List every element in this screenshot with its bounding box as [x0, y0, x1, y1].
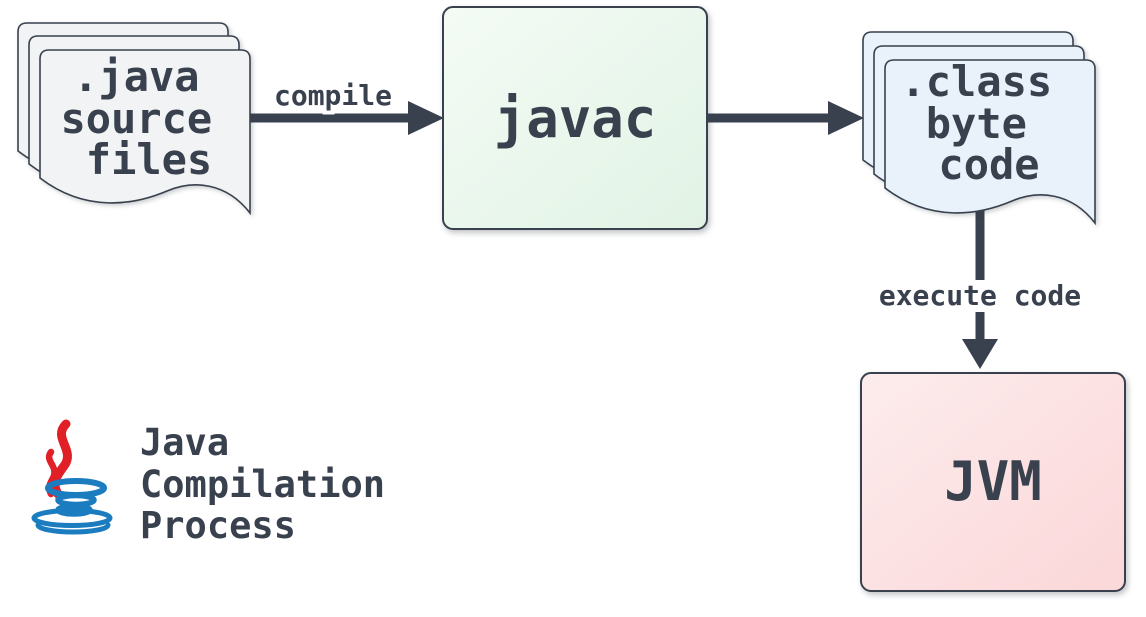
java-logo-saucer-swoosh	[35, 522, 111, 535]
class-files-line1: .class	[900, 57, 1052, 106]
java-logo-icon	[31, 419, 113, 535]
java-logo-saucer	[31, 508, 113, 528]
class-files-node: .class byte code	[862, 31, 1096, 224]
source-files-line1: .java	[73, 52, 199, 101]
source-files-line2: source	[60, 94, 212, 143]
execute-edge-label: execute code	[879, 279, 1081, 312]
class-files-label: .class byte code	[900, 57, 1077, 189]
source-files-node: .java source files	[17, 22, 251, 214]
jvm-node: JVM	[860, 372, 1126, 592]
jvm-label: JVM	[944, 450, 1042, 513]
class-files-line3: code	[938, 140, 1039, 189]
javac-to-class-arrowhead	[828, 101, 864, 135]
diagram-title-line1: Java	[140, 421, 229, 464]
java-logo-cup-band1	[55, 492, 97, 508]
execute-edge: execute code	[875, 205, 1085, 369]
javac-to-class-edge	[706, 101, 864, 135]
javac-label: javac	[494, 87, 657, 150]
compile-edge-label: compile	[274, 79, 392, 112]
diagram-title: Java Compilation Process	[140, 421, 407, 547]
jvm-box	[860, 372, 1126, 592]
javac-node: javac	[442, 6, 708, 230]
source-files-label: .java source files	[60, 52, 237, 184]
execute-arrowhead	[962, 339, 998, 369]
compile-edge: compile	[250, 75, 444, 135]
class-files-line2: byte	[926, 99, 1027, 148]
compile-arrowhead	[408, 101, 444, 135]
diagram-title-line3: Process	[140, 504, 296, 547]
diagram-title-line2: Compilation	[140, 463, 385, 506]
source-files-line3: files	[86, 135, 212, 184]
